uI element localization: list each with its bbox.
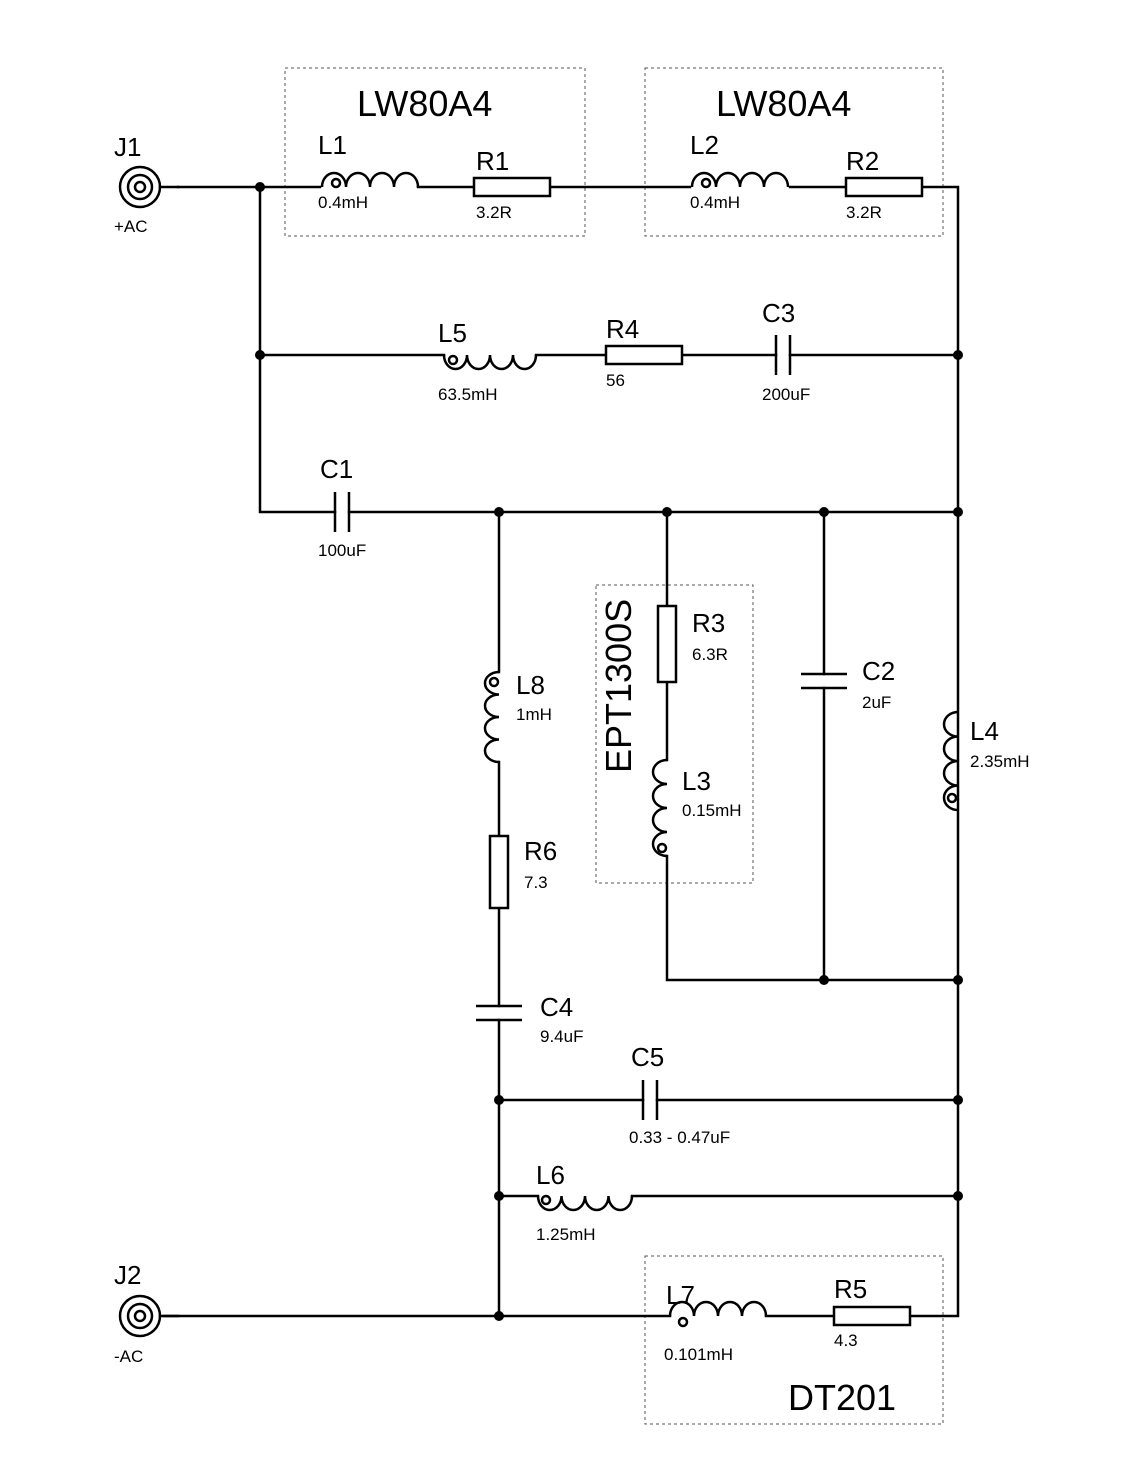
connector-j2: J2 -AC [114,1260,180,1366]
wires [162,185,960,1318]
c1-ref: C1 [320,454,353,484]
inductor-l3: L3 0.15mH [651,758,742,858]
junction-dot [255,182,265,192]
capacitor-c2: C2 2uF [801,656,895,712]
r6-value: 7.3 [524,873,548,892]
r3-value: 6.3R [692,645,728,664]
module-label-woofer-2: LW80A4 [716,83,851,124]
l4-value: 2.35mH [970,752,1030,771]
l2-value: 0.4mH [690,193,740,212]
junction-dot [662,507,672,517]
inductor-l1: L1 0.4mH [318,130,420,212]
inductor-l5: L5 63.5mH [438,318,538,404]
junction-dot [819,975,829,985]
resistor-r6: R6 7.3 [488,834,557,910]
connector-j1-label: +AC [114,217,148,236]
inductor-l6: L6 1.25mH [536,1160,634,1244]
junction-dot [953,1191,963,1201]
r1-ref: R1 [476,146,509,176]
module-box-tweeter [595,584,754,884]
junction-dot [953,350,963,360]
connector-j1: J1 +AC [114,132,180,236]
module-box-woofer-1 [284,67,586,237]
junction-dot [953,507,963,517]
l6-ref: L6 [536,1160,565,1190]
c5-ref: C5 [631,1042,664,1072]
inductor-l2: L2 0.4mH [690,130,790,212]
inductor-l7: L7 0.101mH [664,1280,768,1364]
junction-dot [953,975,963,985]
junction-dot [494,1311,504,1321]
l5-ref: L5 [438,318,467,348]
l7-ref: L7 [666,1280,695,1310]
module-label-driver: DT201 [788,1377,896,1418]
module-label-tweeter: EPT1300S [598,599,639,773]
capacitor-c5: C5 0.33 - 0.47uF [629,1042,730,1147]
l2-ref: L2 [690,130,719,160]
r1-value: 3.2R [476,203,512,222]
module-box-woofer-2 [644,67,944,237]
junction-dot [494,1191,504,1201]
c3-ref: C3 [762,298,795,328]
capacitor-c3: C3 200uF [762,298,810,404]
c2-ref: C2 [862,656,895,686]
r4-ref: R4 [606,314,639,344]
resistor-r4: R4 56 [604,314,684,390]
junction-dot [255,350,265,360]
junctions [255,182,963,1321]
r5-value: 4.3 [834,1331,858,1350]
r3-ref: R3 [692,608,725,638]
junction-dot [819,507,829,517]
r5-ref: R5 [834,1274,867,1304]
r2-value: 3.2R [846,203,882,222]
c4-value: 9.4uF [540,1027,583,1046]
connector-j1-ref: J1 [114,132,141,162]
connector-j2-ref: J2 [114,1260,141,1290]
capacitor-c1: C1 100uF [318,454,366,560]
junction-dot [494,507,504,517]
c1-value: 100uF [318,541,366,560]
connector-j2-label: -AC [114,1347,143,1366]
inductor-l8: L8 1mH [483,670,552,764]
l4-ref: L4 [970,716,999,746]
c3-value: 200uF [762,385,810,404]
l8-value: 1mH [516,705,552,724]
r2-ref: R2 [846,146,879,176]
r4-value: 56 [606,371,625,390]
junction-dot [953,1095,963,1105]
c2-value: 2uF [862,693,891,712]
l5-value: 63.5mH [438,385,498,404]
inductor-l4: L4 2.35mH [942,710,1030,812]
resistor-r1: R1 3.2R [472,146,552,222]
l3-value: 0.15mH [682,801,742,820]
c5-value: 0.33 - 0.47uF [629,1128,730,1147]
resistor-r2: R2 3.2R [844,146,924,222]
l1-ref: L1 [318,130,347,160]
c4-ref: C4 [540,992,573,1022]
module-box-driver [644,1255,944,1425]
l8-ref: L8 [516,670,545,700]
resistor-r5: R5 4.3 [832,1274,912,1350]
l1-value: 0.4mH [318,193,368,212]
l7-value: 0.101mH [664,1345,733,1364]
l3-ref: L3 [682,766,711,796]
resistor-r3: R3 6.3R [656,604,728,684]
r6-ref: R6 [524,836,557,866]
l6-value: 1.25mH [536,1225,596,1244]
module-label-woofer-1: LW80A4 [357,83,492,124]
junction-dot [494,1095,504,1105]
capacitor-c4: C4 9.4uF [476,992,583,1046]
